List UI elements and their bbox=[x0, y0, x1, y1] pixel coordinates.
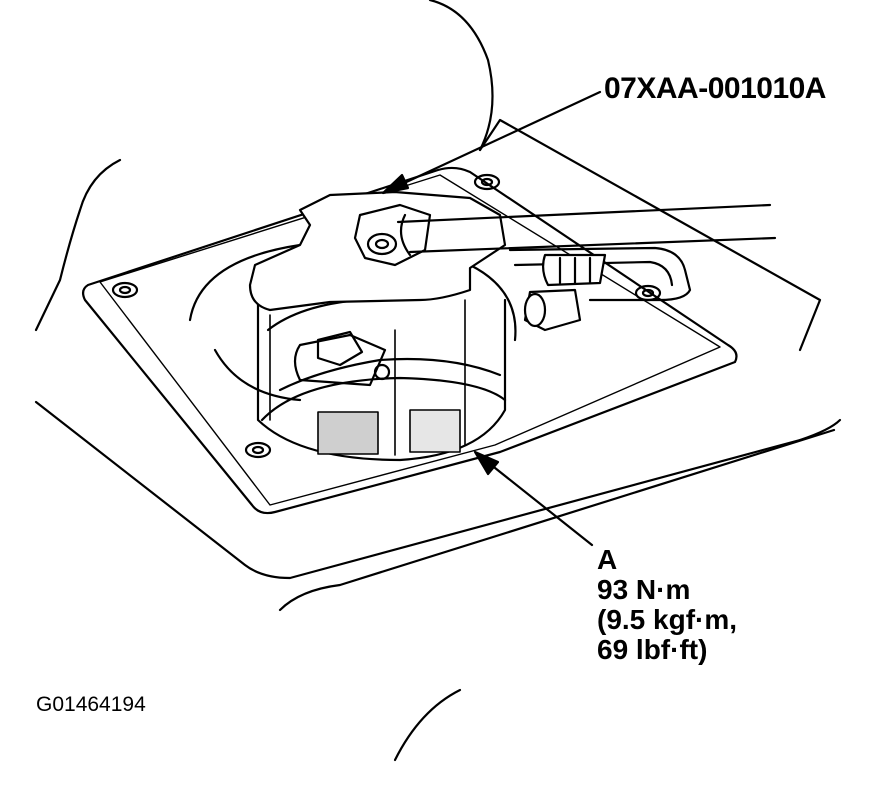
callout-letter: A bbox=[597, 544, 618, 575]
special-tool bbox=[248, 190, 507, 312]
breaker-bar bbox=[396, 203, 777, 257]
lock-ring bbox=[256, 298, 507, 462]
torque-nm: 93 N·m bbox=[597, 574, 691, 605]
callout-a-torque-spec: A 93 N·m (9.5 kgf·m, 69 lbf·ft) bbox=[597, 545, 737, 665]
tool-part-number-label: 07XAA-001010A bbox=[604, 72, 826, 105]
floor-panel bbox=[34, 0, 842, 762]
tool-leader-arrow bbox=[381, 90, 602, 195]
callout-leader-arrow bbox=[473, 450, 594, 547]
fuel-lines bbox=[508, 246, 692, 332]
torque-lbfft: 69 lbf·ft) bbox=[597, 634, 708, 665]
torque-kgfm: (9.5 kgf·m, bbox=[597, 604, 738, 635]
figure-code: G01464194 bbox=[36, 693, 146, 716]
